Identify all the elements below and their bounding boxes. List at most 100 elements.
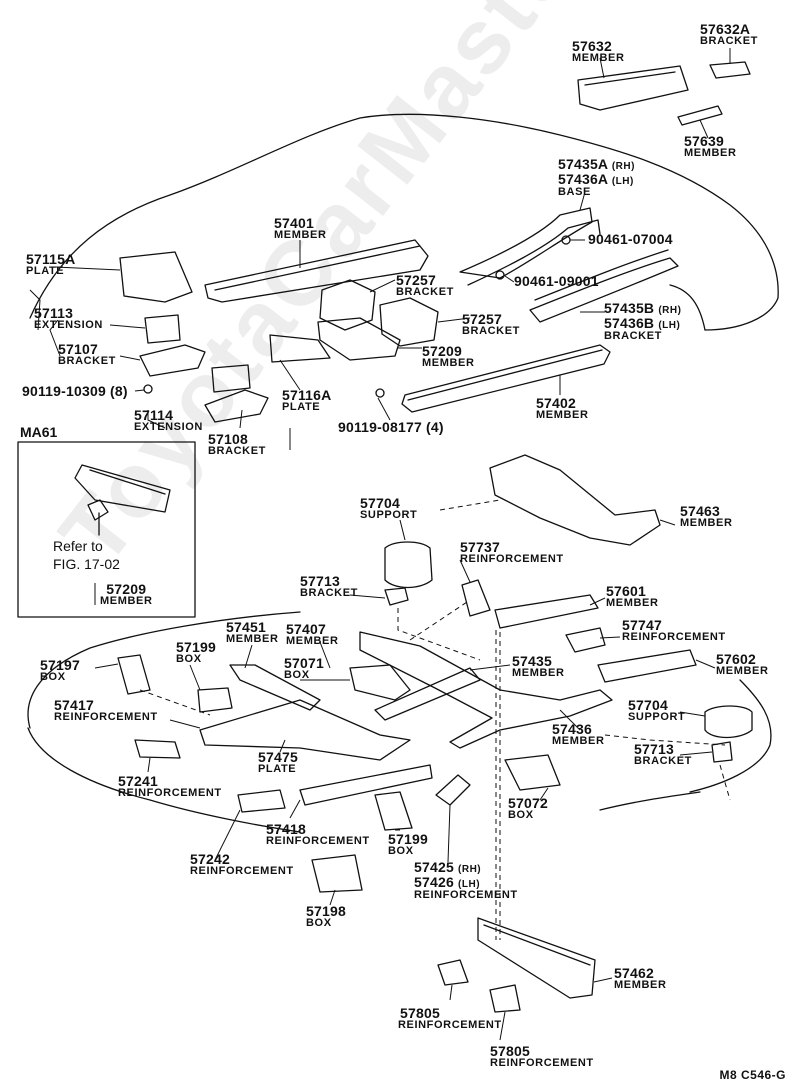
part-number: 57704 [628, 697, 668, 713]
part-name: BOX [40, 671, 66, 683]
part-57107 [139, 344, 206, 377]
part-number: 57116A [282, 387, 332, 403]
part-number: 57114 [134, 407, 174, 423]
side-marker: (RH) [658, 305, 682, 316]
part-number: 57242 [190, 851, 230, 867]
part-name: BRACKET [58, 355, 116, 367]
part-57435a-base [459, 207, 593, 279]
part-57425 [435, 774, 471, 806]
label-57425: 57425 (RH) [414, 860, 481, 875]
part-57435b-rail [529, 257, 679, 323]
label-57116a: 57116A PLATE [282, 388, 331, 413]
label-57602: 57602 MEMBER [716, 652, 769, 677]
label-57197: 57197 BOX [40, 658, 80, 683]
part-name: REINFORCEMENT [398, 1019, 502, 1031]
side-marker: (LH) [458, 879, 481, 890]
part-name: SUPPORT [628, 711, 686, 723]
part-number: 57602 [716, 651, 756, 667]
label-57108: 57108 BRACKET [208, 432, 266, 457]
body-outline-lower [27, 611, 301, 729]
part-number: 57402 [536, 395, 576, 411]
part-number: 90119-08177 (4) [338, 419, 444, 435]
label-57451: 57451 MEMBER [226, 620, 279, 645]
label-57805-left: 57805 REINFORCEMENT [398, 1006, 502, 1031]
part-57241 [134, 739, 181, 759]
label-57198: 57198 BOX [306, 904, 346, 929]
inset-part-label: 57209 MEMBER [100, 582, 153, 607]
label-57632a: 57632A BRACKET [700, 22, 758, 47]
part-name: MEMBER [226, 633, 279, 645]
part-name: REINFORCEMENT [460, 553, 564, 565]
part-number: 57436 [552, 721, 592, 737]
inset-reference: Refer to FIG. 17-02 [53, 537, 120, 573]
part-number: 57737 [460, 539, 500, 555]
side-marker: (LH) [658, 320, 681, 331]
label-57435: 57435 MEMBER [512, 654, 565, 679]
part-name: MEMBER [716, 665, 769, 677]
part-57209 [317, 317, 401, 361]
label-57632: 57632 MEMBER [572, 39, 625, 64]
part-number: 57241 [118, 773, 158, 789]
label-57805-right: 57805 REINFORCEMENT [490, 1044, 594, 1069]
part-57113 [144, 314, 181, 344]
part-number: 57257 [462, 311, 502, 327]
part-number: 57632A [700, 21, 751, 37]
part-name: REINFORCEMENT [414, 889, 518, 901]
label-57435b: 57435B (RH) [604, 301, 681, 316]
part-57632 [577, 65, 689, 111]
part-name: EXTENSION [34, 319, 103, 331]
figure-code: M8 C546-G [719, 1068, 786, 1082]
part-number: 57805 [490, 1043, 530, 1059]
label-90461-09001: 90461-09001 [514, 274, 599, 288]
part-57805a [437, 959, 469, 986]
part-57199a [197, 687, 233, 713]
leader-lines [29, 48, 731, 1041]
part-57114 [211, 364, 251, 393]
label-57241: 57241 REINFORCEMENT [118, 774, 222, 799]
label-57407: 57407 MEMBER [286, 622, 339, 647]
part-57632a [709, 61, 751, 79]
part-57418 [299, 764, 433, 806]
part-57257a [319, 279, 376, 331]
part-number: 57072 [508, 795, 548, 811]
part-number: 57418 [266, 821, 306, 837]
inset-part-number: 57209 [106, 581, 147, 597]
inset-refer-line1: Refer to [53, 538, 103, 554]
side-marker: (RH) [458, 864, 482, 875]
inset-member [74, 464, 171, 513]
part-57402 [401, 344, 611, 413]
part-name: BOX [176, 653, 202, 665]
part-number: 57601 [606, 583, 646, 599]
part-name: BRACKET [396, 286, 454, 298]
part-57747 [565, 627, 606, 653]
part-57463 [489, 454, 661, 546]
part-number: 57435 [512, 653, 552, 669]
part-number: 57475 [258, 749, 298, 765]
part-name: MEMBER [614, 979, 667, 991]
label-57426: 57426 (LH) REINFORCEMENT [414, 875, 518, 901]
body-outline-upper-right [669, 284, 706, 331]
label-57199-upper: 57199 BOX [176, 640, 216, 665]
inset-bracket [87, 499, 109, 521]
part-number: 57435B [604, 300, 655, 316]
part-name: BOX [388, 845, 414, 857]
label-57114: 57114 EXTENSION [134, 408, 203, 433]
part-57639 [677, 105, 723, 126]
label-57713-lower: 57713 BRACKET [634, 742, 692, 767]
part-57242 [237, 789, 286, 813]
part-name: SUPPORT [360, 509, 418, 521]
part-number: 57462 [614, 965, 654, 981]
bolt-90119a [143, 384, 153, 394]
part-57115a [119, 251, 193, 303]
part-number: 57115A [26, 251, 76, 267]
part-57602 [597, 649, 697, 683]
label-57113: 57113 EXTENSION [34, 306, 103, 331]
part-number: 57713 [634, 741, 674, 757]
label-57462: 57462 MEMBER [614, 966, 667, 991]
part-number: 57805 [400, 1005, 440, 1021]
part-number: 57713 [300, 573, 340, 589]
part-number: 57436B [604, 315, 655, 331]
label-57107: 57107 BRACKET [58, 342, 116, 367]
part-name: REINFORCEMENT [490, 1057, 594, 1069]
label-57401: 57401 MEMBER [274, 216, 327, 241]
